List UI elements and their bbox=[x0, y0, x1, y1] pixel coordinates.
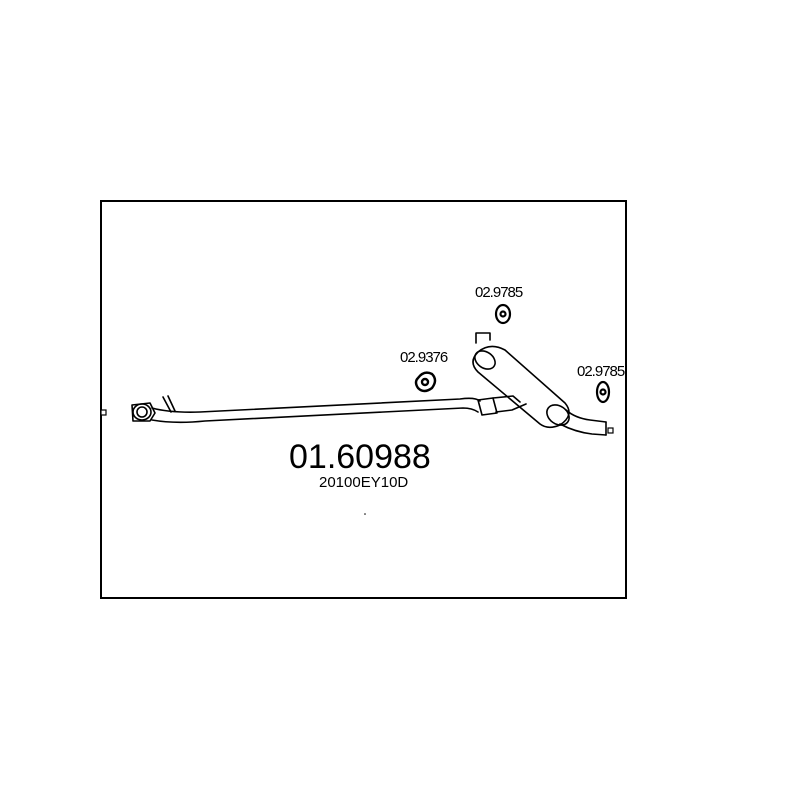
diagram-frame bbox=[100, 200, 627, 599]
part-number: 01.60988 bbox=[289, 438, 431, 476]
rubber-hanger-icon bbox=[494, 303, 512, 325]
callout-label: 02.9785 bbox=[577, 363, 625, 380]
callout-label: 02.9376 bbox=[400, 349, 448, 366]
front-stud bbox=[162, 395, 176, 413]
muffler-hanger-bracket bbox=[475, 332, 491, 344]
inlet-pipe bbox=[492, 395, 527, 413]
rubber-hanger-icon bbox=[595, 380, 611, 404]
tail-pipe-upper bbox=[565, 409, 607, 423]
callout-hanger-top: 02.9785 bbox=[475, 284, 524, 325]
clamp-ring-icon bbox=[414, 371, 437, 393]
main-pipe-upper bbox=[151, 397, 481, 413]
callout-clamp-mid: 02.9376 bbox=[400, 349, 449, 393]
main-pipe-lower bbox=[151, 407, 479, 424]
front-flange-inner bbox=[136, 406, 148, 418]
tail-pipe-lower bbox=[559, 423, 607, 436]
muffler-rear-end bbox=[546, 404, 570, 426]
muffler-body bbox=[472, 345, 570, 429]
exhaust-pipe-assembly bbox=[131, 332, 607, 436]
callout-label: 02.9785 bbox=[475, 284, 523, 301]
muffler-front-end bbox=[474, 350, 496, 370]
stray-dot bbox=[364, 513, 366, 515]
callout-hanger-right: 02.9785 bbox=[577, 363, 626, 404]
pipe-joint bbox=[477, 397, 498, 416]
right-connection-marker bbox=[607, 427, 614, 434]
front-flange-plate bbox=[131, 402, 156, 422]
left-connection-marker bbox=[100, 409, 107, 416]
oem-number: 20100EY10D bbox=[319, 474, 408, 491]
